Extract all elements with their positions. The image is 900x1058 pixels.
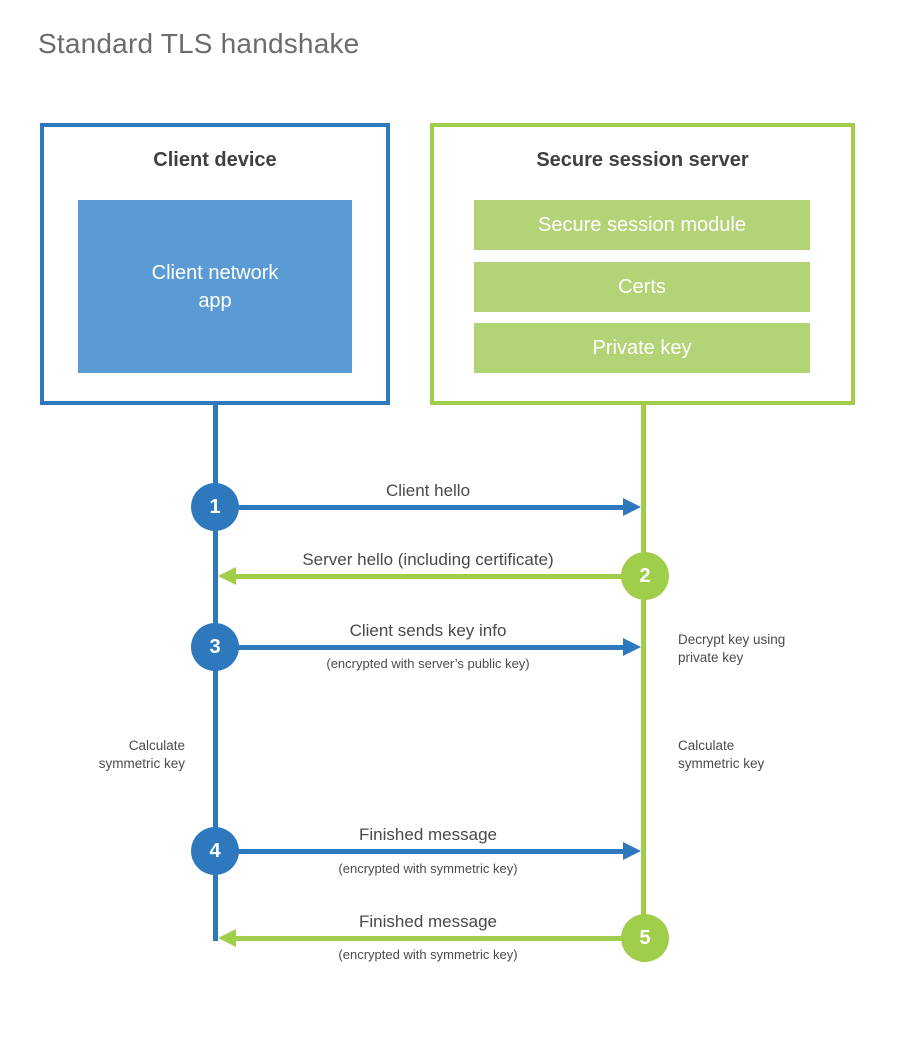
arrow-3-head-icon xyxy=(623,638,641,656)
client-network-app-box: Client network app xyxy=(78,200,352,373)
step-4-badge: 4 xyxy=(191,827,239,875)
arrow-5-line xyxy=(236,936,645,941)
message-3-sublabel: (encrypted with server’s public key) xyxy=(326,656,530,671)
arrow-4-head-icon xyxy=(623,842,641,860)
arrow-3-line xyxy=(215,645,625,650)
step-1-badge: 1 xyxy=(191,483,239,531)
arrow-2-head-icon xyxy=(218,567,236,585)
arrow-1-head-icon xyxy=(623,498,641,516)
secure-session-server-box: Secure session server Secure session mod… xyxy=(430,123,855,405)
server-lifeline xyxy=(641,405,646,962)
note-calculate-symmetric-left: Calculate symmetric key xyxy=(98,738,185,772)
arrow-4-line xyxy=(215,849,625,854)
arrow-5-head-icon xyxy=(218,929,236,947)
note-decrypt-key: Decrypt key using private key xyxy=(678,632,786,666)
client-box-title: Client device xyxy=(153,149,277,171)
server-module-secure-session: Secure session module xyxy=(474,200,810,250)
message-5-sublabel: (encrypted with symmetric key) xyxy=(338,947,518,962)
server-box-title: Secure session server xyxy=(536,149,749,171)
arrow-1-line xyxy=(215,505,625,510)
client-device-box: Client device Client network app xyxy=(40,123,390,405)
step-5-badge: 5 xyxy=(621,914,669,962)
step-2-badge: 2 xyxy=(621,552,669,600)
arrow-2-line xyxy=(236,574,645,579)
message-5-label: Finished message xyxy=(359,912,497,931)
message-4-sublabel: (encrypted with symmetric key) xyxy=(338,861,518,876)
message-1-label: Client hello xyxy=(385,481,471,500)
page-title: Standard TLS handshake xyxy=(38,28,360,59)
note-calculate-symmetric-right: Calculate symmetric key xyxy=(678,738,765,772)
client-lifeline xyxy=(213,405,218,941)
server-module-certs: Certs xyxy=(474,262,810,312)
message-3-label: Client sends key info xyxy=(349,621,507,640)
server-module-private-key: Private key xyxy=(474,323,810,373)
message-4-label: Finished message xyxy=(359,825,497,844)
step-3-badge: 3 xyxy=(191,623,239,671)
message-2-label: Server hello (including certificate) xyxy=(302,550,554,569)
